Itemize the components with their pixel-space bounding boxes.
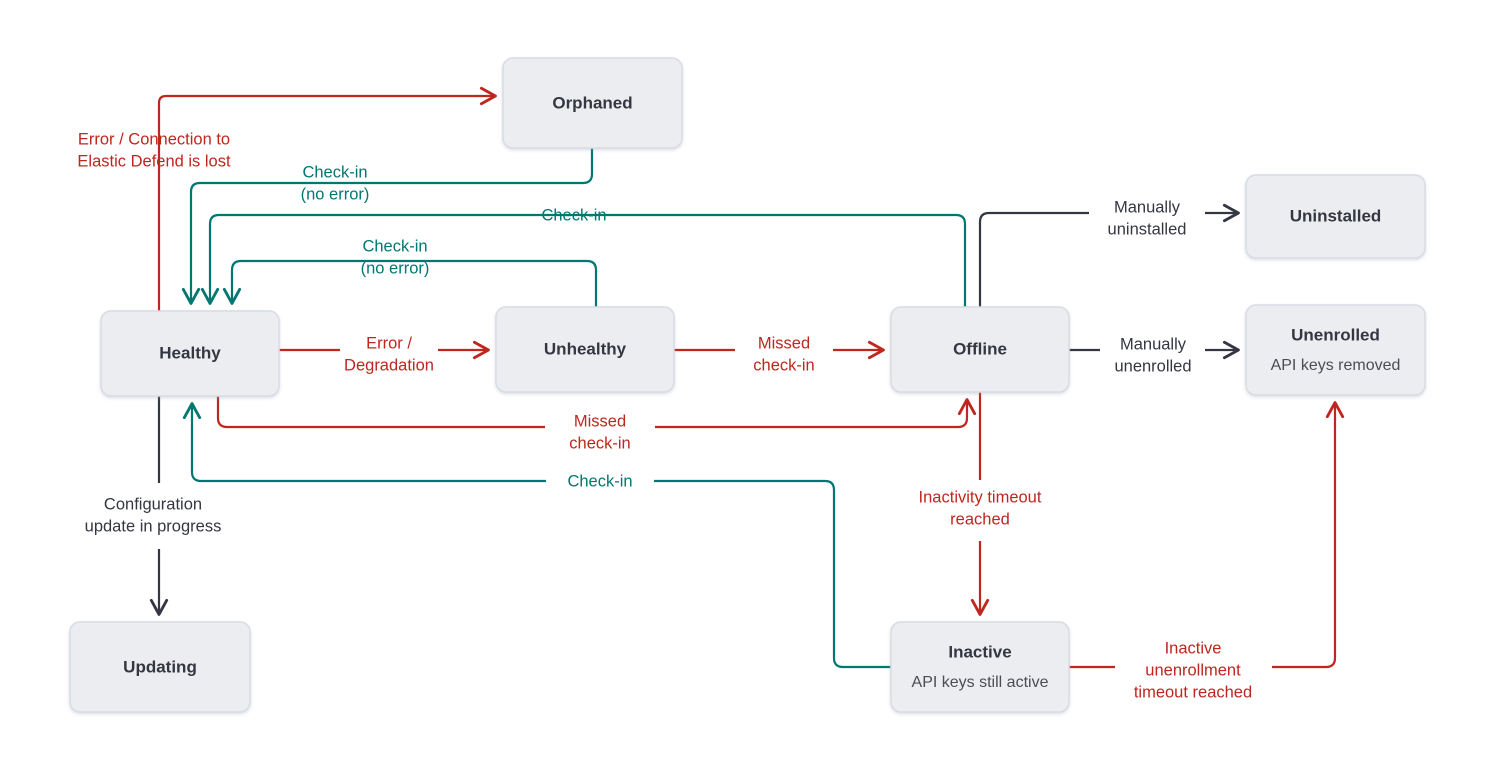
edge-label-line1: Manually (1120, 335, 1187, 353)
node-offline-box[interactable] (890, 306, 1070, 393)
node-unenrolled-subtitle: API keys removed (1271, 357, 1401, 374)
edge-label-line2: update in progress (85, 517, 222, 535)
node-uninstalled-box[interactable] (1245, 174, 1426, 259)
edge-label-healthy-to-orphaned: Error / Connection to Elastic Defend is … (77, 130, 231, 170)
edge-healthy-to-offline (216, 396, 977, 429)
edge-orphaned-to-healthy (181, 148, 594, 305)
edge-offline-to-uninstalled (978, 203, 1240, 307)
edge-inactive-to-healthy (182, 402, 891, 669)
edge-label-inactive-to-unenrolled: Inactive unenrollment timeout reached (1134, 639, 1252, 701)
edge-inactive-to-unenrolled (1069, 401, 1345, 669)
node-healthy-title: Healthy (159, 343, 221, 362)
edge-label-line3: timeout reached (1134, 683, 1252, 701)
edge-label-line2: (no error) (361, 259, 430, 277)
edge-label-line1: Error / Connection to (78, 130, 230, 148)
edge-label-line1: Inactivity timeout (919, 488, 1042, 506)
edge-label-line2: unenrolled (1114, 357, 1191, 375)
node-inactive[interactable]: Inactive API keys still active (890, 621, 1070, 713)
edge-label-healthy-to-updating: Configuration update in progress (85, 495, 222, 535)
edge-label-offline-to-inactive: Inactivity timeout reached (919, 488, 1042, 528)
node-orphaned[interactable]: Orphaned (502, 57, 683, 149)
edge-label-line2: (no error) (301, 185, 370, 203)
node-uninstalled-title: Uninstalled (1290, 206, 1382, 225)
edge-label-unhealthy-to-offline: Missed check-in (753, 334, 814, 374)
edge-label-healthy-to-offline: Missed check-in (569, 412, 630, 452)
edge-label-line2: unenrollment (1145, 661, 1241, 679)
node-unenrolled-title: Unenrolled (1291, 325, 1380, 344)
node-inactive-subtitle: API keys still active (912, 674, 1049, 691)
edge-label-line1: Error / (366, 334, 412, 352)
node-inactive-box[interactable] (890, 621, 1070, 713)
edge-label-line1: Check-in (541, 206, 606, 224)
edge-label-line1: Configuration (104, 495, 202, 513)
edge-label-line1: Missed (574, 412, 626, 430)
node-inactive-title: Inactive (948, 642, 1011, 661)
node-updating[interactable]: Updating (69, 621, 251, 713)
edge-label-orphaned-to-healthy: Check-in (no error) (301, 163, 370, 203)
node-offline-title: Offline (953, 339, 1007, 358)
edge-label-line2: check-in (753, 356, 814, 374)
edge-label-line2: Degradation (344, 356, 434, 374)
node-updating-title: Updating (123, 657, 197, 676)
node-unhealthy-box[interactable] (495, 306, 675, 393)
edge-label-line1: Check-in (362, 237, 427, 255)
node-unenrolled[interactable]: Unenrolled API keys removed (1245, 304, 1426, 396)
edge-label-offline-to-healthy: Check-in (541, 206, 606, 224)
node-unhealthy-title: Unhealthy (544, 339, 627, 358)
edge-label-offline-to-uninstalled: Manually uninstalled (1108, 198, 1187, 238)
edge-label-line2: Elastic Defend is lost (77, 152, 231, 170)
edge-label-line2: uninstalled (1108, 220, 1187, 238)
node-healthy[interactable]: Healthy (100, 310, 280, 397)
node-orphaned-title: Orphaned (552, 93, 632, 112)
edge-label-inactive-to-healthy: Check-in (567, 472, 632, 490)
edge-label-line2: reached (950, 510, 1010, 528)
edge-label-line1: Missed (758, 334, 810, 352)
edge-label-line1: Inactive (1165, 639, 1222, 657)
node-offline[interactable]: Offline (890, 306, 1070, 393)
edge-label-line1: Check-in (567, 472, 632, 490)
edge-label-line1: Manually (1114, 198, 1181, 216)
edge-label-offline-to-unenrolled: Manually unenrolled (1114, 335, 1191, 375)
node-uninstalled[interactable]: Uninstalled (1245, 174, 1426, 259)
edge-label-line1: Check-in (302, 163, 367, 181)
node-orphaned-box[interactable] (502, 57, 683, 149)
edge-label-healthy-to-unhealthy: Error / Degradation (344, 334, 434, 374)
node-unhealthy[interactable]: Unhealthy (495, 306, 675, 393)
node-unenrolled-box[interactable] (1245, 304, 1426, 396)
edge-label-unhealthy-to-healthy: Check-in (no error) (361, 237, 430, 277)
edge-label-line2: check-in (569, 434, 630, 452)
node-healthy-box[interactable] (100, 310, 280, 397)
edge-unhealthy-to-healthy (222, 259, 598, 307)
edge-offline-to-healthy (200, 213, 967, 307)
edge-healthy-to-orphaned (157, 86, 497, 311)
node-updating-box[interactable] (69, 621, 251, 713)
